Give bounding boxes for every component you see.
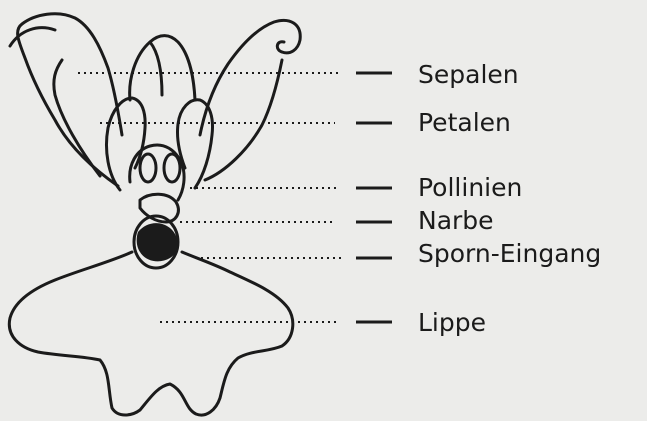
label-lippe: Lippe bbox=[418, 310, 486, 335]
label-narbe: Narbe bbox=[418, 208, 494, 233]
label-petalen: Petalen bbox=[418, 110, 511, 135]
label-sepalen: Sepalen bbox=[418, 62, 519, 87]
label-sporn-eingang: Sporn-Eingang bbox=[418, 241, 601, 266]
label-pollinien: Pollinien bbox=[418, 175, 522, 200]
